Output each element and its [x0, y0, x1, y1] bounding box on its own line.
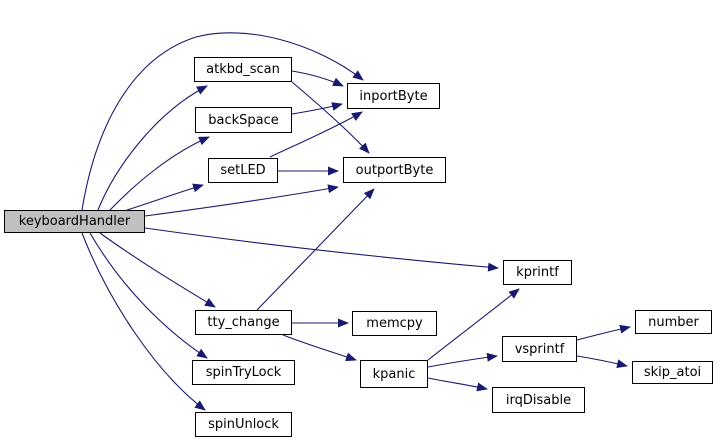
node-spinTryLock[interactable]: spinTryLock [192, 360, 295, 385]
node-outportByte[interactable]: outportByte [343, 157, 446, 183]
node-keyboardHandler: keyboardHandler [4, 210, 145, 233]
node-kpanic[interactable]: kpanic [360, 360, 428, 388]
edge-setLED-inportByte [269, 111, 363, 158]
node-inportByte[interactable]: inportByte [347, 83, 440, 109]
edge-keyboardHandler-atkbd_scan [97, 85, 208, 211]
node-memcpy[interactable]: memcpy [352, 311, 437, 336]
edge-keyboardHandler-spinTryLock [89, 232, 208, 359]
edge-keyboardHandler-setLED [126, 183, 204, 211]
edge-tty_change-outportByte [256, 188, 375, 311]
node-irqDisable[interactable]: irqDisable [492, 387, 585, 413]
node-vsprintf[interactable]: vsprintf [502, 336, 577, 362]
edge-atkbd_scan-outportByte [291, 81, 370, 154]
node-skip_atoi[interactable]: skip_atoi [632, 361, 713, 384]
node-backSpace[interactable]: backSpace [195, 107, 292, 133]
edge-backSpace-inportByte [291, 102, 343, 115]
edge-keyboardHandler-outportByte [144, 184, 339, 217]
node-setLED[interactable]: setLED [208, 158, 278, 183]
edge-keyboardHandler-inportByte [81, 32, 364, 211]
edge-atkbd_scan-inportByte [291, 70, 344, 87]
edge-keyboardHandler-spinUnlock [81, 232, 206, 411]
node-atkbd_scan[interactable]: atkbd_scan [194, 57, 292, 82]
edge-kpanic-kprintf [427, 288, 520, 361]
edge-keyboardHandler-kprintf [144, 227, 499, 272]
edge-keyboardHandler-tty_change [99, 232, 216, 308]
edge-vsprintf-skip_atoi [576, 355, 628, 369]
edge-kpanic-irqDisable [427, 377, 488, 392]
node-number[interactable]: number [635, 310, 712, 334]
edge-tty_change-kpanic [282, 334, 357, 362]
node-spinUnlock[interactable]: spinUnlock [195, 412, 292, 437]
edge-vsprintf-number [576, 324, 631, 341]
edge-keyboardHandler-backSpace [109, 136, 210, 211]
node-kprintf[interactable]: kprintf [503, 260, 572, 285]
node-tty_change[interactable]: tty_change [195, 310, 292, 335]
edge-kpanic-vsprintf [427, 352, 498, 368]
